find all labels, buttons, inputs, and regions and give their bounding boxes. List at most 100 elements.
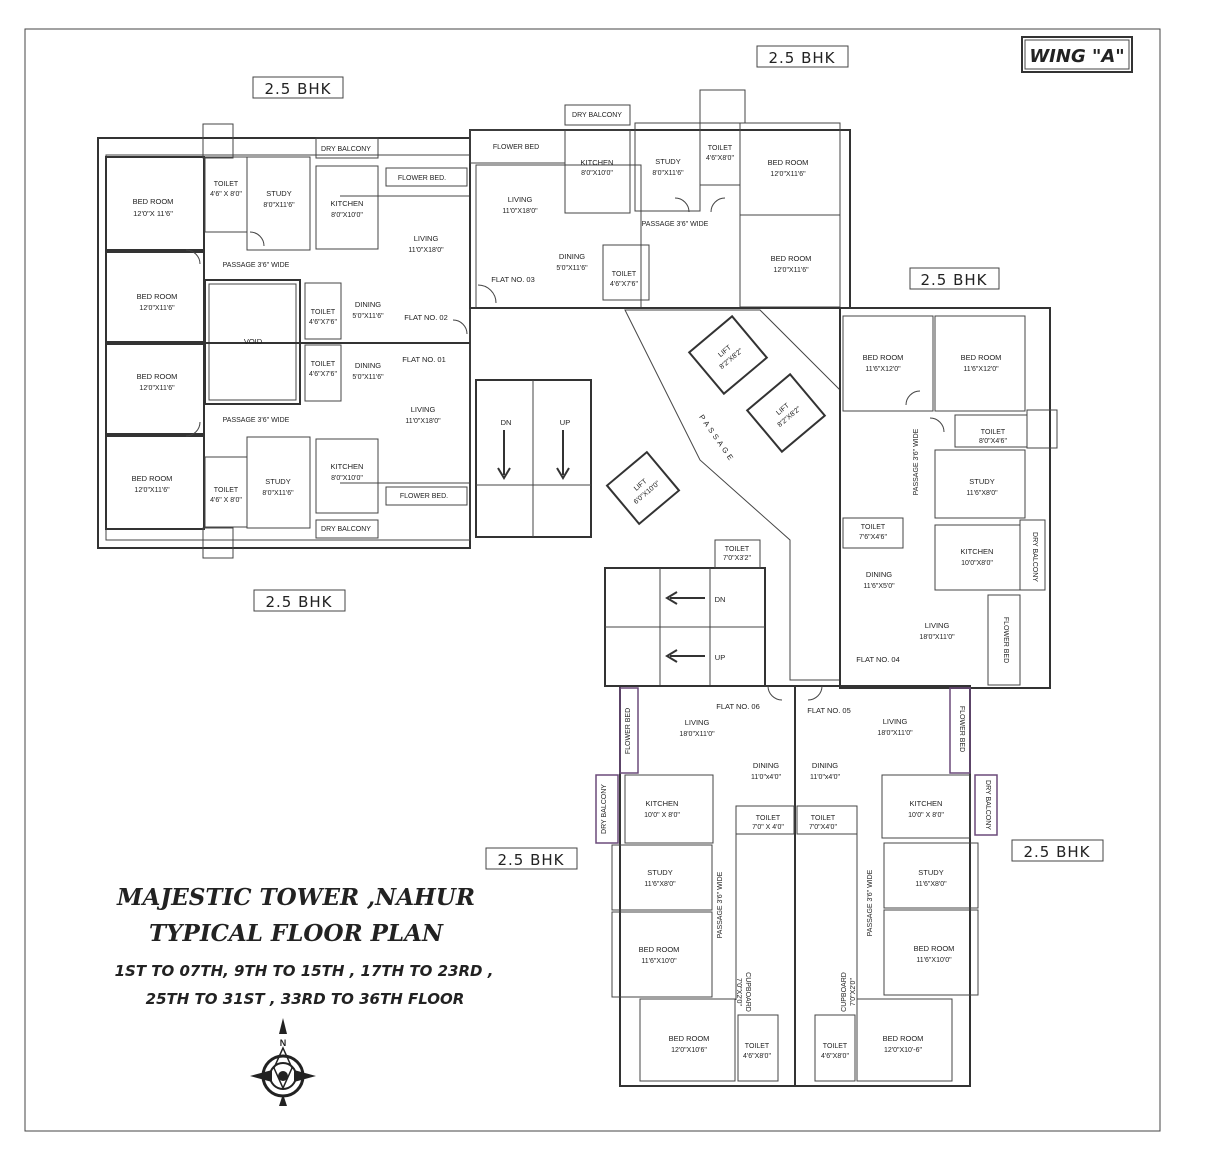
svg-text:11'6"X5'0": 11'6"X5'0" <box>863 583 895 590</box>
svg-text:7'0"X2'0": 7'0"X2'0" <box>735 978 742 1006</box>
svg-text:TOILET: TOILET <box>214 487 239 494</box>
north-compass-icon: N <box>250 1018 316 1106</box>
wing-label: WING "A" <box>1029 46 1124 67</box>
svg-text:STUDY: STUDY <box>655 157 680 166</box>
svg-text:TOILET: TOILET <box>811 815 836 822</box>
svg-text:4'6"X7'6": 4'6"X7'6" <box>610 281 638 288</box>
svg-text:4'6"X7'6": 4'6"X7'6" <box>309 371 337 378</box>
svg-text:BED ROOM: BED ROOM <box>863 353 904 362</box>
svg-text:11'6"X10'0": 11'6"X10'0" <box>641 958 677 965</box>
svg-text:11'0"X18'0": 11'0"X18'0" <box>408 247 444 254</box>
svg-text:FLOWER BED: FLOWER BED <box>958 706 965 752</box>
bottom-wings: FLOWER BED FLAT NO. 06 FLAT NO. 05 LIVIN… <box>595 685 998 1087</box>
svg-text:2.5 BHK: 2.5 BHK <box>1023 843 1090 861</box>
svg-text:12'0"X 11'6": 12'0"X 11'6" <box>133 209 173 218</box>
svg-text:11'0"x4'0": 11'0"x4'0" <box>810 774 841 781</box>
svg-text:8'0"X11'6": 8'0"X11'6" <box>652 170 684 177</box>
core-area: DN UP PASSAGE LIFT 8'2"X8'2" LIFT 8'2"X8… <box>475 309 841 687</box>
svg-text:KITCHEN: KITCHEN <box>581 158 614 167</box>
svg-text:11'6"X8'0": 11'6"X8'0" <box>644 881 676 888</box>
label-bedroom: BED ROOM <box>133 197 174 206</box>
svg-text:STUDY: STUDY <box>647 868 672 877</box>
svg-text:18'0"X11'0": 18'0"X11'0" <box>877 730 913 737</box>
svg-text:12'0"X11'6": 12'0"X11'6" <box>134 487 170 494</box>
svg-text:UP: UP <box>715 653 725 662</box>
svg-text:KITCHEN: KITCHEN <box>646 799 679 808</box>
svg-text:8'0"X11'6": 8'0"X11'6" <box>263 202 295 209</box>
svg-text:N: N <box>280 1038 287 1048</box>
svg-text:DINING: DINING <box>812 761 838 770</box>
svg-text:DN: DN <box>715 595 726 604</box>
svg-text:2.5 BHK: 2.5 BHK <box>920 271 987 289</box>
svg-text:FLOWER BED: FLOWER BED <box>493 144 539 151</box>
svg-text:7'0" X 4'0": 7'0" X 4'0" <box>752 824 784 831</box>
svg-text:STUDY: STUDY <box>918 868 943 877</box>
svg-text:12'0"X11'6": 12'0"X11'6" <box>139 385 175 392</box>
svg-text:DRY BALCONY: DRY BALCONY <box>601 784 608 834</box>
svg-text:4'6" X 8'0": 4'6" X 8'0" <box>210 497 242 504</box>
svg-text:12'0"X11'6": 12'0"X11'6" <box>770 171 806 178</box>
svg-text:2.5 BHK: 2.5 BHK <box>497 851 564 869</box>
svg-text:TOILET: TOILET <box>311 361 336 368</box>
left-wing: BED ROOM 12'0"X 11'6" TOILET 4'6" X 8'0"… <box>97 123 471 559</box>
svg-text:STUDY: STUDY <box>969 477 994 486</box>
svg-text:8'0"X10'0": 8'0"X10'0" <box>331 475 363 482</box>
svg-text:4'6"X7'6": 4'6"X7'6" <box>309 319 337 326</box>
svg-text:4'6"X8'0": 4'6"X8'0" <box>821 1053 849 1060</box>
svg-text:2.5 BHK: 2.5 BHK <box>264 80 331 98</box>
svg-text:DINING: DINING <box>866 570 892 579</box>
svg-text:STUDY: STUDY <box>265 477 290 486</box>
label-stair-down: DN <box>501 418 512 427</box>
svg-text:11'6"X8'0": 11'6"X8'0" <box>915 881 947 888</box>
svg-text:DINING: DINING <box>355 361 381 370</box>
svg-text:7'0"X4'0": 7'0"X4'0" <box>809 824 837 831</box>
title-line-1: MAJESTIC TOWER ,NAHUR <box>116 884 475 911</box>
title-line-3: 1ST TO 07TH, 9TH TO 15TH , 17TH TO 23RD … <box>115 962 494 980</box>
bhk-tag-top-left: 2.5 BHK <box>252 76 344 99</box>
svg-text:DINING: DINING <box>753 761 779 770</box>
label-passage: PASSAGE 3'6" WIDE <box>223 262 290 269</box>
svg-text:CUPBOARD: CUPBOARD <box>744 972 751 1012</box>
svg-text:PASSAGE 3'6" WIDE: PASSAGE 3'6" WIDE <box>717 871 724 938</box>
svg-text:10'0" X 8'0": 10'0" X 8'0" <box>908 812 944 819</box>
svg-text:PASSAGE 3'6" WIDE: PASSAGE 3'6" WIDE <box>642 221 709 228</box>
label-flat-06: FLAT NO. 06 <box>716 702 760 711</box>
svg-text:BED ROOM: BED ROOM <box>137 372 178 381</box>
label-dining: DINING <box>355 300 381 309</box>
svg-text:11'0"X18'0": 11'0"X18'0" <box>405 418 441 425</box>
svg-text:BED ROOM: BED ROOM <box>132 474 173 483</box>
svg-text:BED ROOM: BED ROOM <box>961 353 1002 362</box>
svg-text:LIVING: LIVING <box>411 405 436 414</box>
svg-text:BED ROOM: BED ROOM <box>137 292 178 301</box>
svg-text:TOILET: TOILET <box>708 145 733 152</box>
svg-text:KITCHEN: KITCHEN <box>961 547 994 556</box>
svg-text:10'0"X8'0": 10'0"X8'0" <box>961 560 993 567</box>
bhk-tag-bottom-right: 2.5 BHK <box>1011 839 1104 862</box>
svg-text:PASSAGE 3'6" WIDE: PASSAGE 3'6" WIDE <box>867 869 874 936</box>
svg-text:8'0"X10'0": 8'0"X10'0" <box>581 170 613 177</box>
label-passage-core: PASSAGE <box>697 413 737 464</box>
svg-text:DRY BALCONY: DRY BALCONY <box>321 526 371 533</box>
svg-text:12'0"X10'-6": 12'0"X10'-6" <box>884 1047 923 1054</box>
svg-text:18'0"X11'0": 18'0"X11'0" <box>679 731 715 738</box>
svg-text:FLOWER BED: FLOWER BED <box>625 708 632 754</box>
svg-text:7'0"X2'0": 7'0"X2'0" <box>850 978 857 1006</box>
svg-text:7'0"X3'2": 7'0"X3'2" <box>723 555 751 562</box>
label-flower-bed: FLOWER BED. <box>398 175 446 182</box>
svg-text:8'0"X11'6": 8'0"X11'6" <box>262 490 294 497</box>
svg-text:TOILET: TOILET <box>861 524 886 531</box>
bhk-tag-top-center: 2.5 BHK <box>756 45 849 68</box>
svg-text:BED ROOM: BED ROOM <box>771 254 812 263</box>
svg-text:DINING: DINING <box>559 252 585 261</box>
svg-text:LIVING: LIVING <box>508 195 533 204</box>
svg-text:11'6"X12'0": 11'6"X12'0" <box>865 366 901 373</box>
svg-text:BED ROOM: BED ROOM <box>639 945 680 954</box>
svg-text:2.5 BHK: 2.5 BHK <box>768 49 835 67</box>
svg-text:11'6"X12'0": 11'6"X12'0" <box>963 366 999 373</box>
label-void: VOID <box>244 337 263 346</box>
svg-text:12'0"X10'6": 12'0"X10'6" <box>671 1047 707 1054</box>
svg-text:12'0"X11'6": 12'0"X11'6" <box>139 305 175 312</box>
label-flat-01: FLAT NO. 01 <box>402 355 446 364</box>
label-kitchen: KITCHEN <box>331 199 364 208</box>
title-line-2: TYPICAL FLOOR PLAN <box>149 920 444 947</box>
